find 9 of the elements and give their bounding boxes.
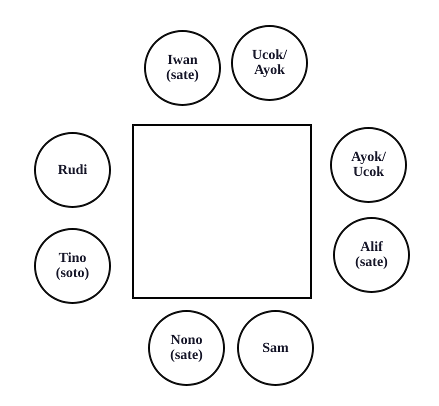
- name-label: Ucok/ Ayok: [251, 48, 288, 78]
- name-label: Nono (sate): [169, 333, 204, 363]
- name-label: Rudi: [58, 162, 88, 178]
- name-label: Tino (soto): [54, 251, 90, 281]
- name-label: Iwan (sate): [165, 53, 200, 83]
- name-label: Sam: [262, 340, 289, 356]
- name-label: Ayok/ Ucok: [350, 150, 387, 180]
- table: [132, 124, 312, 299]
- name-label: Alif (sate): [354, 240, 389, 270]
